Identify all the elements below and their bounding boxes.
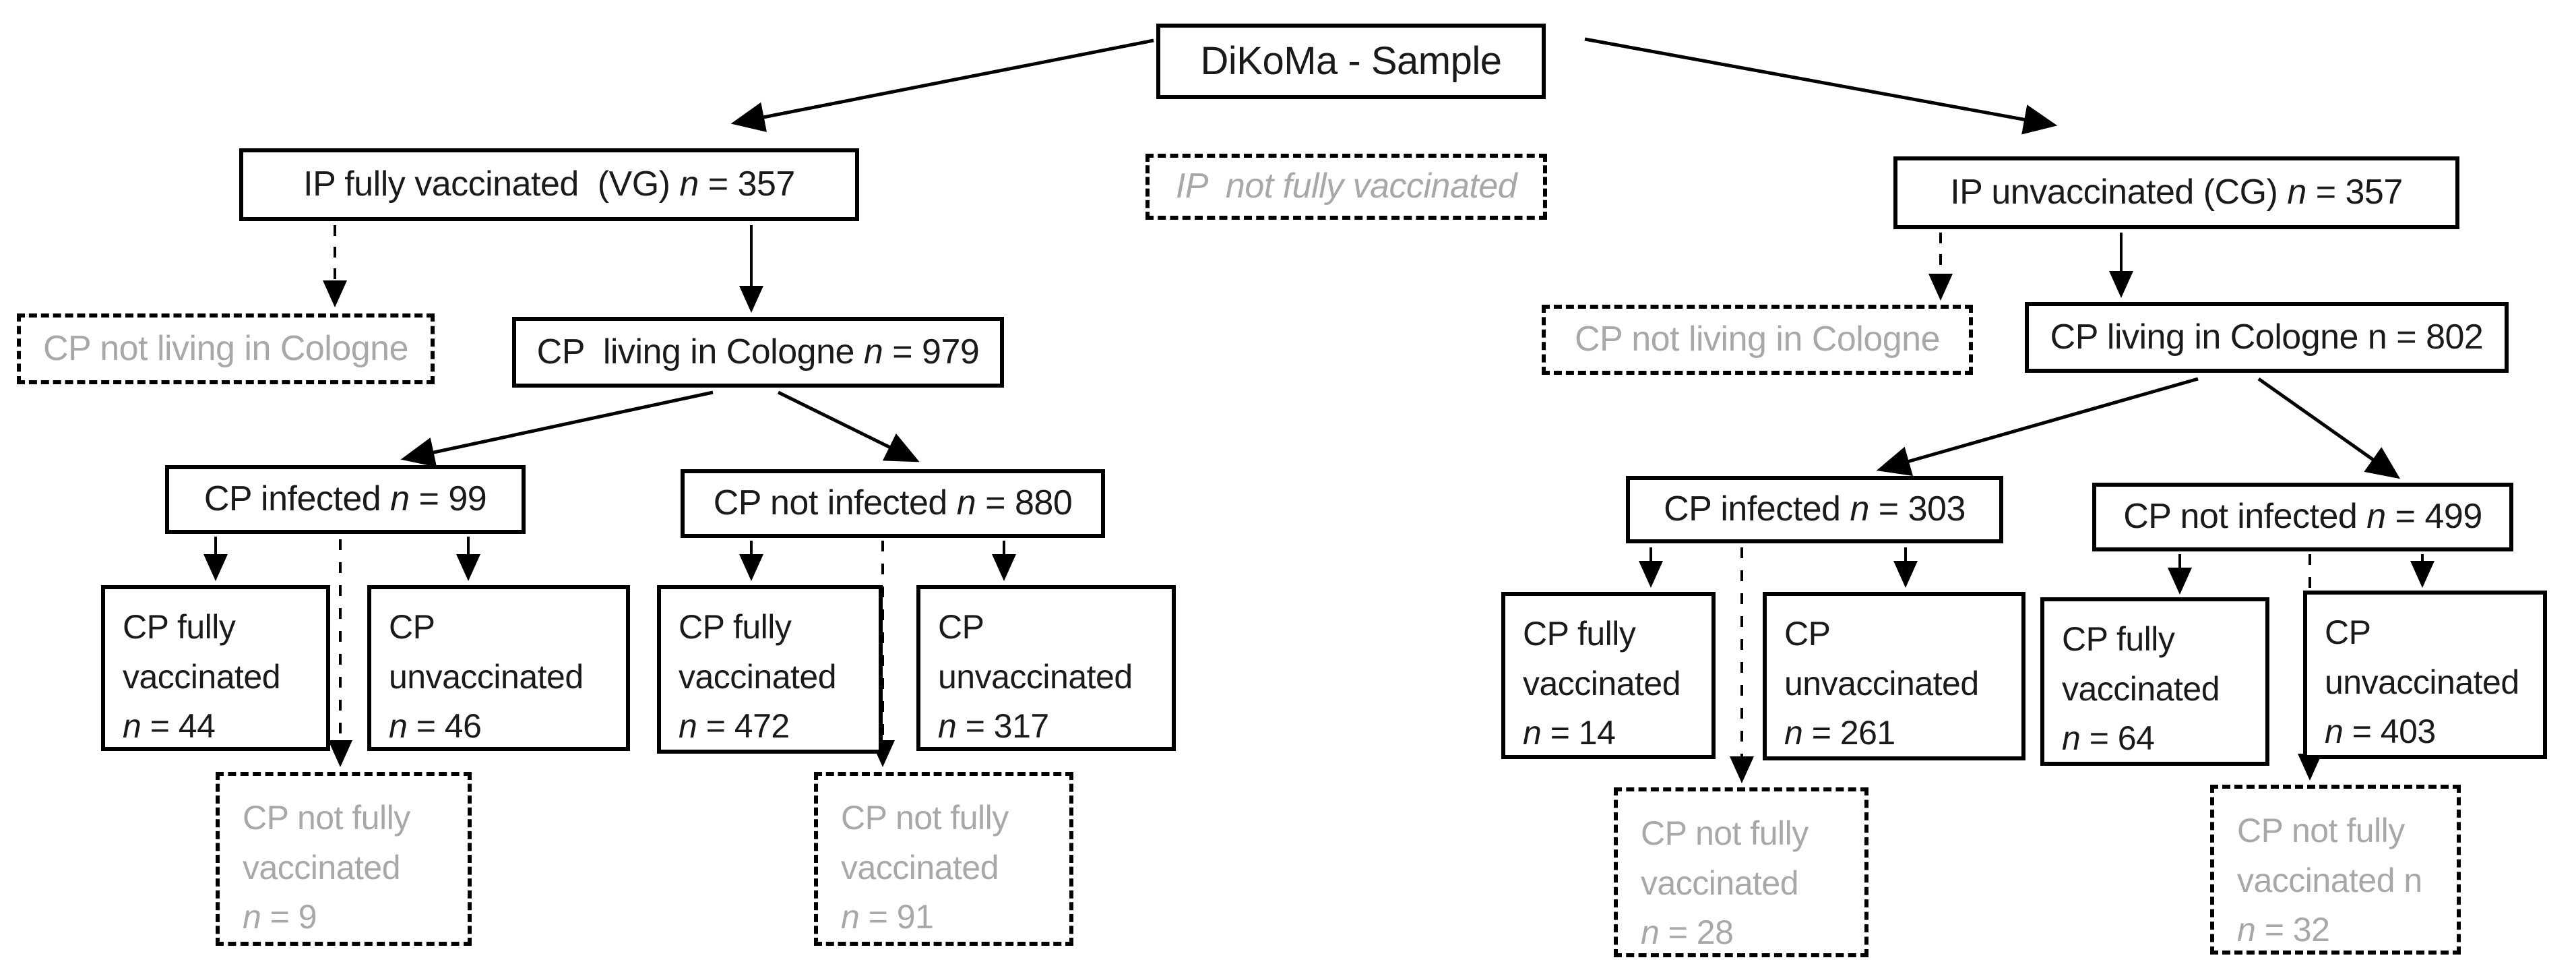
node-vg-cp-infected: CP infected n = 99 bbox=[165, 465, 526, 534]
node-vg-ninf-cp-not-fully-vaccinated: CP not fully vaccinated n = 91 bbox=[814, 772, 1073, 946]
node-cg-ninf-cp-not-fully-vaccinated: CP not fully vaccinated n n = 32 bbox=[2210, 785, 2461, 955]
node-vg-ninf-cp-fully-vaccinated: CP fully vaccinated n = 472 bbox=[657, 585, 883, 754]
node-vg-cp-living-in-cologne: CP living in Cologne n = 979 bbox=[512, 317, 1004, 388]
node-ip-fully-vaccinated-vg: IP fully vaccinated (VG) n = 357 bbox=[239, 148, 859, 221]
node-cg-cp-not-living-in-cologne: CP not living in Cologne bbox=[1542, 305, 1973, 375]
arrow-title-to-cg bbox=[1584, 37, 2058, 135]
node-vg-ninf-cp-unvaccinated: CP unvaccinated n = 317 bbox=[916, 585, 1176, 751]
node-vg-inf-cp-not-fully-vaccinated: CP not fully vaccinated n = 9 bbox=[216, 772, 472, 946]
arrow-vg-cologne-to-not-infected bbox=[777, 390, 920, 462]
node-cg-cp-infected: CP infected n = 303 bbox=[1626, 476, 2003, 543]
arrow-title-to-vg bbox=[730, 38, 1154, 132]
arrow-cg-cologne-to-infected bbox=[1876, 377, 2199, 476]
node-cg-inf-cp-fully-vaccinated: CP fully vaccinated n = 14 bbox=[1501, 592, 1716, 759]
node-ip-not-fully-vaccinated: IP not fully vaccinated bbox=[1145, 154, 1547, 220]
arrow-vg-cologne-to-infected bbox=[400, 390, 714, 468]
node-cg-inf-cp-unvaccinated: CP unvaccinated n = 261 bbox=[1763, 592, 2025, 760]
node-cg-cp-living-in-cologne: CP living in Cologne n = 802 bbox=[2025, 302, 2509, 373]
node-vg-cp-not-infected: CP not infected n = 880 bbox=[681, 469, 1105, 538]
node-sample-title: DiKoMa - Sample bbox=[1156, 24, 1546, 99]
node-vg-inf-cp-unvaccinated: CP unvaccinated n = 46 bbox=[367, 585, 630, 751]
node-cg-inf-cp-not-fully-vaccinated: CP not fully vaccinated n = 28 bbox=[1614, 787, 1868, 957]
node-cg-ninf-cp-fully-vaccinated: CP fully vaccinated n = 64 bbox=[2040, 597, 2269, 766]
node-ip-unvaccinated-cg: IP unvaccinated (CG) n = 357 bbox=[1893, 156, 2459, 229]
node-cg-ninf-cp-unvaccinated: CP unvaccinated n = 403 bbox=[2303, 591, 2547, 759]
arrow-cg-cologne-to-not-infected bbox=[2257, 377, 2401, 479]
node-cg-cp-not-infected: CP not infected n = 499 bbox=[2092, 483, 2513, 551]
node-vg-cp-not-living-in-cologne: CP not living in Cologne bbox=[17, 313, 435, 384]
node-vg-inf-cp-fully-vaccinated: CP fully vaccinated n = 44 bbox=[101, 585, 330, 751]
